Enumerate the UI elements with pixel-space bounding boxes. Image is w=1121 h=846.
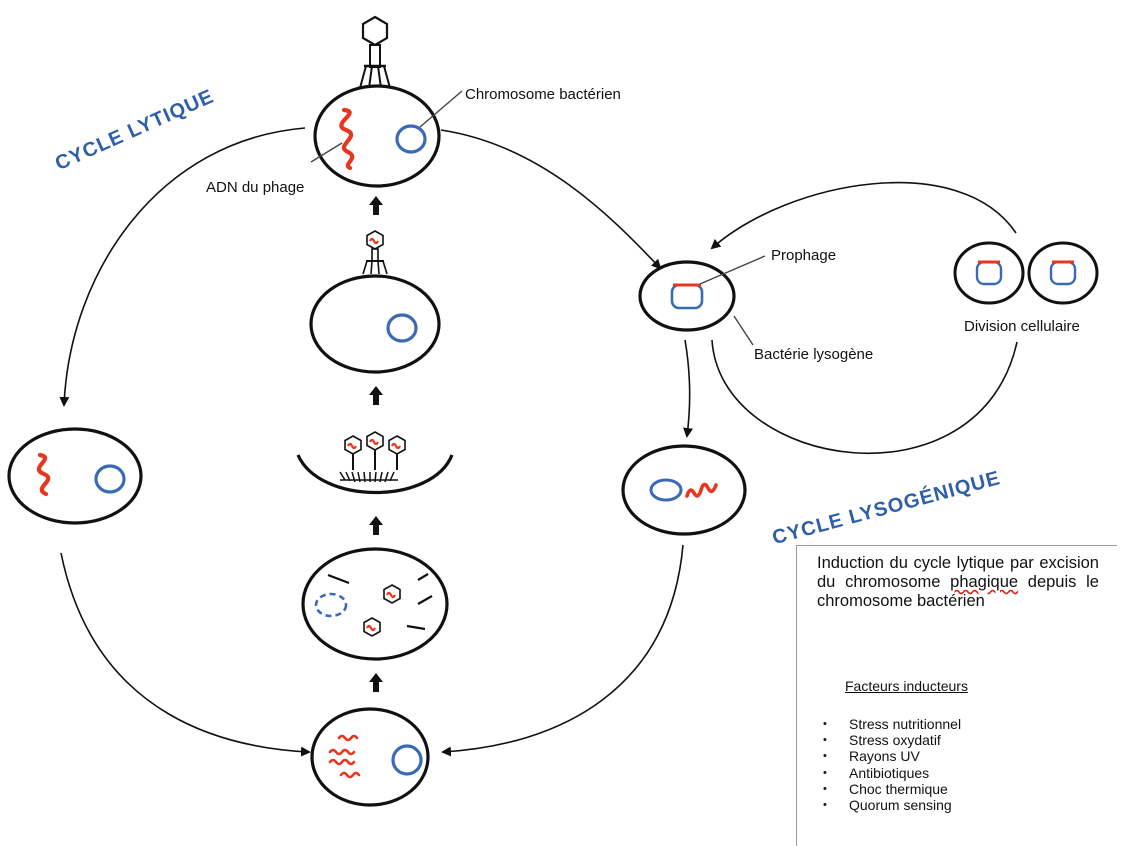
- factors-title: Facteurs inducteurs: [845, 678, 968, 694]
- factor-item: Rayons UV: [823, 748, 961, 764]
- induction-description: Induction du cycle lytique par excision …: [817, 554, 1099, 611]
- lysogenic-pointer: [733, 315, 754, 346]
- lysogenic-bacterium-label: Bactérie lysogène: [754, 346, 874, 363]
- phage-dna-label: ADN du phage: [206, 179, 305, 196]
- factor-item: Stress nutritionnel: [823, 716, 961, 732]
- lysogenic-bacterium: [638, 260, 736, 332]
- prophage-label: Prophage: [771, 247, 837, 264]
- lysis-fragment: [296, 430, 454, 494]
- induction-text-highlight: phagique: [950, 573, 1019, 591]
- chromosome-pointer: [419, 90, 463, 128]
- replication-cell: [310, 707, 430, 807]
- infected-cell: [313, 84, 441, 188]
- injected-cell: [7, 427, 143, 525]
- phage-attaching: [359, 15, 391, 89]
- induction-text-tail: depuis le chromosome bactérien: [817, 573, 1099, 610]
- induction-info-box: Induction du cycle lytique par excision …: [796, 545, 1117, 846]
- healthy-cell: [309, 274, 441, 374]
- phage-dna-pointer: [310, 142, 343, 163]
- assembly-cell: [301, 547, 449, 661]
- factor-item: Choc thermique: [823, 781, 961, 797]
- cell-division-label: Division cellulaire: [964, 318, 1080, 335]
- new-phage: [362, 229, 388, 275]
- dividing-cells: [953, 241, 1099, 305]
- factor-list: Stress nutritionnel Stress oxydatif Rayo…: [823, 716, 961, 813]
- factor-item: Antibiotiques: [823, 765, 961, 781]
- cycle-arrows: [59, 127, 1018, 757]
- chromosome-label: Chromosome bactérien: [465, 86, 621, 103]
- up-arrows: [369, 196, 383, 692]
- excised-cell: [621, 444, 747, 536]
- prophage-pointer: [699, 255, 766, 285]
- induction-text-head: Induction du cycle lytique par excision …: [817, 554, 1099, 591]
- factor-item: Stress oxydatif: [823, 732, 961, 748]
- factor-item: Quorum sensing: [823, 797, 961, 813]
